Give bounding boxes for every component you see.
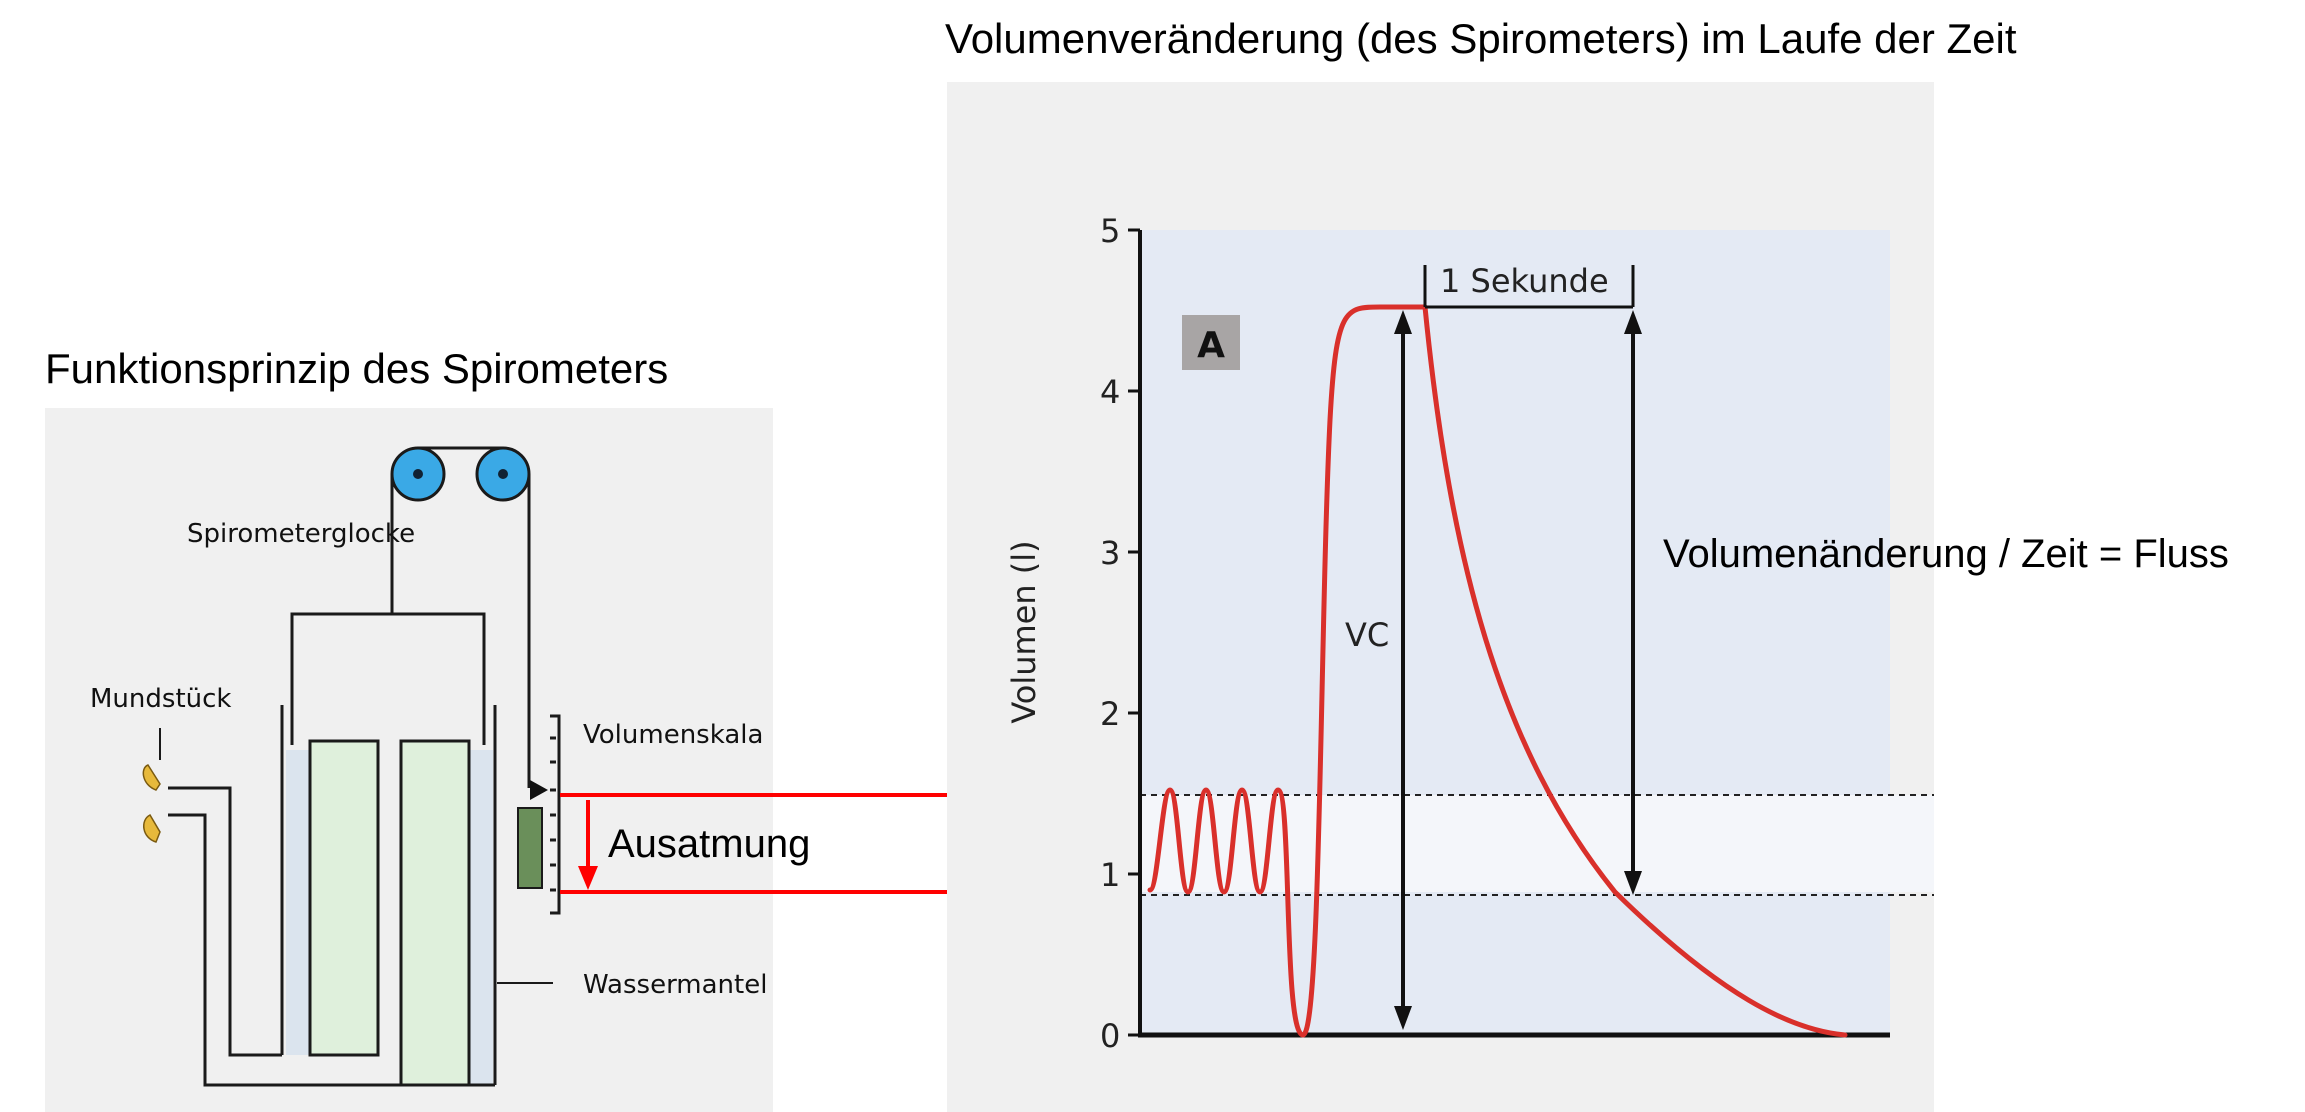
rope [390,446,531,788]
water-right [469,750,493,1085]
y-tick-label-4: 4 [1100,373,1120,411]
inner-cylinder-left [308,739,380,1057]
volume-curve [1147,304,1848,1038]
vc-label: VC [1345,616,1389,654]
y-tick-label-2: 2 [1100,695,1120,733]
pulley-left [390,446,446,502]
spirometer-diagram [159,446,561,1087]
y-tick-label-5: 5 [1100,212,1120,250]
left-title: Funktionsprinzip des Spirometers [45,345,668,392]
scale-marker [517,807,543,889]
tidal-band [1140,795,1934,892]
pulley-right [475,446,531,502]
label-spirometerglocke: Spirometerglocke [187,519,415,549]
volume-scale [550,714,561,915]
label-mundstueck: Mundstück [90,684,231,714]
flow-formula-text: Volumenänderung / Zeit = Fluss [1663,532,2229,576]
right-title: Volumenveränderung (des Spirometers) im … [945,15,2017,62]
fev1-arrow [1624,310,1642,895]
scale-pointer-icon [530,780,548,800]
panel-badge-background [1182,315,1240,370]
y-tick-label-0: 0 [1100,1017,1120,1055]
inner-cylinder-right [399,739,471,1087]
plot-area [1140,230,1890,1035]
water-left [286,750,310,1055]
label-wassermantel: Wassermantel [583,970,767,1000]
y-tick-label-3: 3 [1100,534,1120,572]
breathing-tube [168,786,495,1087]
label-volumenskala: Volumenskala [583,720,763,750]
y-axis-label: Volumen (l) [1005,540,1043,723]
vc-arrow [1394,310,1412,1030]
one-second-bracket [1423,265,1635,309]
panel-badge: A [1197,325,1225,366]
water-jacket [280,705,497,1085]
label-ausatmung: Ausatmung [608,822,810,866]
one-second-label: 1 Sekunde [1440,262,1609,300]
y-ticks [1128,228,1140,1037]
mouthpiece-icon [142,764,161,843]
spirometer-bell [290,612,486,745]
label-leader-lines [159,728,553,984]
y-tick-label-1: 1 [1100,856,1120,894]
